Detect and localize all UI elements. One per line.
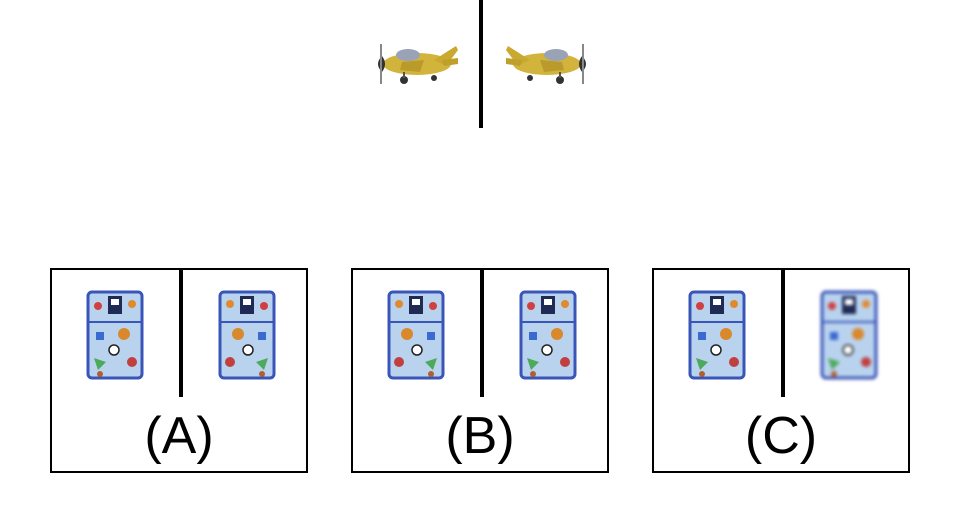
option-label: (A) xyxy=(144,407,214,465)
toy-airplane-facing-left-icon xyxy=(372,38,462,90)
lunch-bag-icon xyxy=(387,288,445,380)
example-pair xyxy=(0,0,963,140)
option-label: (B) xyxy=(445,407,515,465)
lunch-bag-blurred-icon xyxy=(820,288,878,380)
option-divider xyxy=(179,270,183,397)
option-label: (C) xyxy=(744,407,818,465)
lunch-bag-icon xyxy=(218,288,276,380)
option-divider xyxy=(781,270,785,397)
toy-airplane-facing-right-icon xyxy=(502,38,592,90)
option-b[interactable]: (B) xyxy=(351,268,609,473)
lunch-bag-icon xyxy=(86,288,144,380)
example-divider xyxy=(479,0,483,128)
option-c[interactable]: (C) xyxy=(652,268,910,473)
lunch-bag-icon xyxy=(688,288,746,380)
option-divider xyxy=(480,270,484,397)
lunch-bag-icon xyxy=(519,288,577,380)
option-a[interactable]: (A) xyxy=(50,268,308,473)
